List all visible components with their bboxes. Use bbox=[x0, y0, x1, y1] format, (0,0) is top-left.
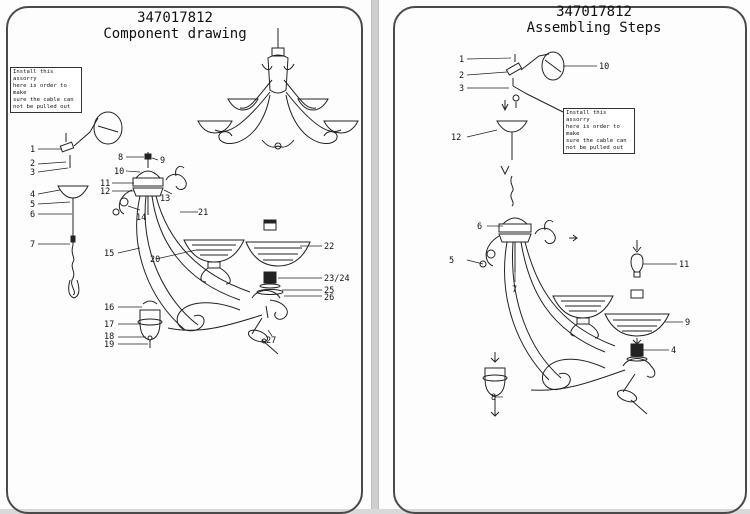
right-leader-lines bbox=[466, 57, 683, 398]
label-part-22: 22 bbox=[324, 242, 334, 252]
left-model-number: 347017812 bbox=[137, 10, 213, 26]
label-part-14: 14 bbox=[136, 213, 146, 223]
right-label-part-12: 12 bbox=[451, 133, 461, 143]
label-part-21: 21 bbox=[198, 208, 208, 218]
label-part-7: 7 bbox=[30, 240, 35, 250]
label-part-27: 27 bbox=[266, 336, 276, 346]
right-label-part-4: 4 bbox=[671, 346, 676, 356]
label-part-13: 13 bbox=[160, 194, 170, 204]
book-gutter bbox=[372, 0, 378, 509]
right-title: Assembling Steps bbox=[526, 20, 662, 36]
assembly-hook bbox=[501, 51, 565, 113]
left-title: Component drawing bbox=[103, 26, 247, 42]
label-part-3: 3 bbox=[30, 168, 35, 178]
label-part-11: 11 bbox=[100, 179, 110, 189]
right-label-part-6: 6 bbox=[477, 222, 482, 232]
left-leader-lines bbox=[37, 148, 322, 345]
label-part-25: 25 bbox=[324, 286, 334, 296]
right-label-part-1: 1 bbox=[459, 55, 464, 65]
label-part-20: 20 bbox=[150, 255, 160, 265]
right-label-part-3: 3 bbox=[459, 84, 464, 94]
right-label-part-8: 8 bbox=[491, 393, 496, 403]
overview-chandelier bbox=[197, 28, 359, 150]
label-part-10: 10 bbox=[114, 167, 124, 177]
right-label-part-9: 9 bbox=[685, 318, 690, 328]
label-part-2: 2 bbox=[30, 159, 35, 169]
label-part-9: 9 bbox=[160, 156, 165, 166]
assembly-canopy-chain bbox=[496, 120, 528, 207]
label-part-26: 26 bbox=[324, 293, 334, 303]
right-model-number: 347017812 bbox=[556, 4, 632, 20]
label-part-16: 16 bbox=[104, 303, 114, 313]
right-page: 347017812 Assembling Steps Install this … bbox=[378, 0, 750, 514]
left-cable-note: Install this assorry here is order to ma… bbox=[10, 67, 82, 113]
label-part-15: 15 bbox=[104, 249, 114, 259]
wall-cup-assembly bbox=[137, 300, 163, 348]
assembly-wall-cup bbox=[482, 352, 508, 417]
right-label-part-10: 10 bbox=[599, 62, 609, 72]
right-label-part-7: 7 bbox=[512, 285, 517, 295]
ceiling-hook-assembly bbox=[57, 111, 123, 299]
right-heading: 347017812 Assembling Steps bbox=[479, 4, 709, 36]
right-cable-note: Install this assorry here is order to ma… bbox=[563, 108, 635, 154]
main-body-assembly bbox=[112, 152, 288, 355]
label-part-5: 5 bbox=[30, 200, 35, 210]
right-label-part-2: 2 bbox=[459, 71, 464, 81]
label-part-17: 17 bbox=[104, 320, 114, 330]
label-part-4: 4 bbox=[30, 190, 35, 200]
left-heading: 347017812 Component drawing bbox=[60, 10, 290, 42]
glass-shades bbox=[183, 219, 311, 295]
label-part-8: 8 bbox=[118, 153, 123, 163]
label-part-1: 1 bbox=[30, 145, 35, 155]
right-label-part-11: 11 bbox=[679, 260, 689, 270]
label-part-23-24: 23/24 bbox=[324, 274, 350, 284]
right-label-part-5: 5 bbox=[449, 256, 454, 266]
label-part-18: 18 bbox=[104, 332, 114, 342]
assembly-drawing: 1 2 3 4 5 6 7 8 9 10 11 12 bbox=[449, 51, 690, 417]
label-part-19: 19 bbox=[104, 340, 114, 350]
assembly-shades bbox=[552, 240, 670, 362]
component-drawing: 1 2 3 4 5 6 7 8 9 10 11 12 13 14 15 16 1… bbox=[30, 28, 359, 355]
left-page: 347017812 Component drawing Install this… bbox=[0, 0, 372, 514]
label-part-12: 12 bbox=[100, 187, 110, 197]
label-part-6: 6 bbox=[30, 210, 35, 220]
